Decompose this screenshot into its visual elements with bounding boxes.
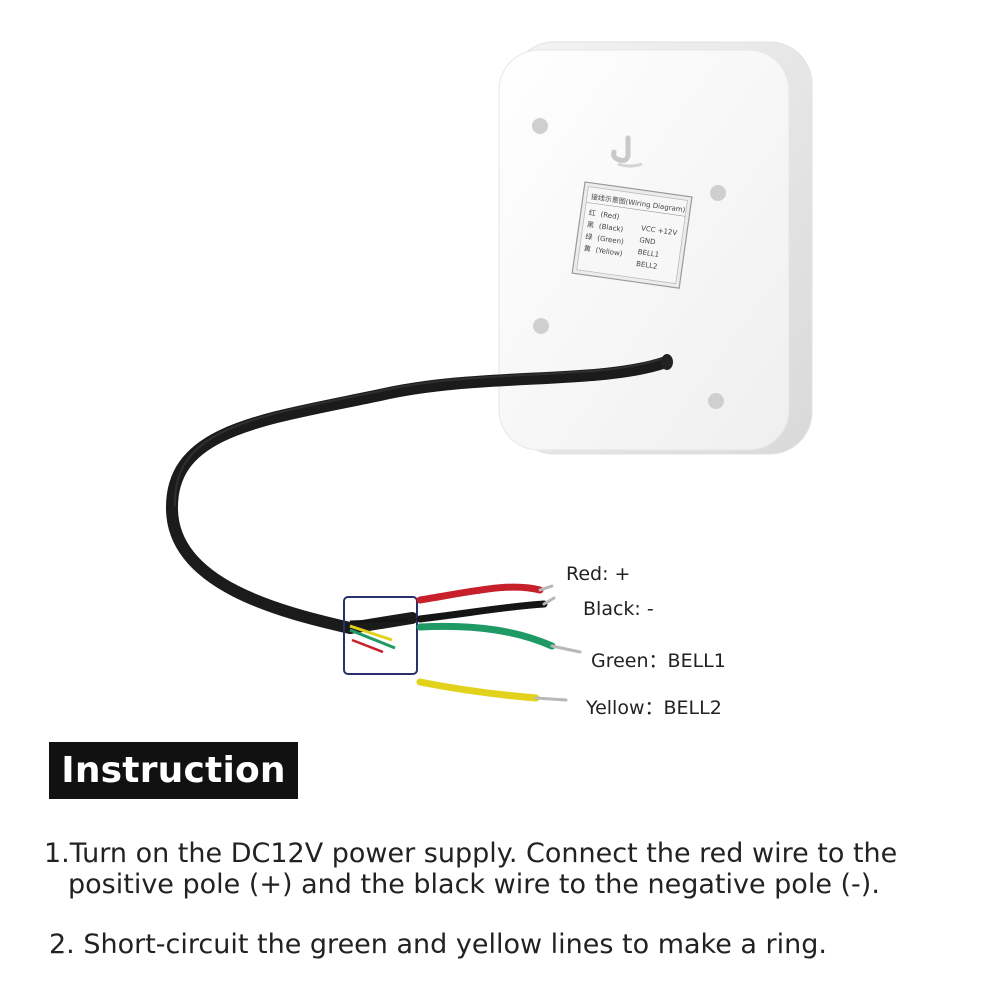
green-wire-label: Green：BELL1 (591, 650, 726, 672)
product-illustration: 接线示意图(Wiring Diagram) 红 (Red) 黑 (Black) … (165, 41, 813, 702)
sticker-row-val: BELL1 (637, 248, 659, 259)
yellow-wire-label: Yellow：BELL2 (586, 697, 722, 719)
sticker-row-val: GND (639, 236, 656, 246)
sticker-row-en: (Black) (598, 222, 624, 233)
step-1-line-1: 1.Turn on the DC12V power supply. Connec… (44, 838, 898, 869)
step-1-line-2: positive pole (+) and the black wire to … (68, 869, 880, 900)
sticker-row-en: (Green) (597, 234, 625, 246)
sticker-row-en: (Yellow) (595, 246, 623, 258)
sticker-row-cn: 黑 (587, 221, 595, 230)
yellow-wire (416, 678, 568, 702)
sticker-row-cn: 红 (588, 208, 596, 218)
instruction-heading: Instruction (49, 742, 298, 799)
sticker-row-val: BELL2 (636, 260, 658, 271)
screw-hole-icon (533, 318, 549, 334)
main-cable (165, 354, 673, 635)
sticker-row-en: (Red) (600, 211, 620, 222)
screw-hole-icon (710, 185, 726, 201)
green-wire (416, 622, 582, 654)
wiring-diagram-sticker: 接线示意图(Wiring Diagram) 红 (Red) 黑 (Black) … (571, 181, 693, 289)
black-wire-label: Black: - (583, 598, 654, 620)
zoom-box (343, 596, 418, 675)
wire-stripped-ends (349, 618, 409, 654)
hanging-hook-icon (611, 135, 631, 163)
sticker-row-cn: 绿 (585, 232, 593, 242)
instruction-step-1: 1.Turn on the DC12V power supply. Connec… (44, 838, 964, 900)
red-wire (416, 583, 554, 604)
screw-hole-icon (708, 393, 724, 409)
black-wire (416, 596, 556, 623)
instruction-step-2: 2. Short-circuit the green and yellow li… (49, 929, 827, 960)
red-wire-label: Red: + (566, 563, 631, 585)
sticker-row-cn: 黄 (583, 244, 591, 254)
screw-hole-icon (532, 118, 548, 134)
